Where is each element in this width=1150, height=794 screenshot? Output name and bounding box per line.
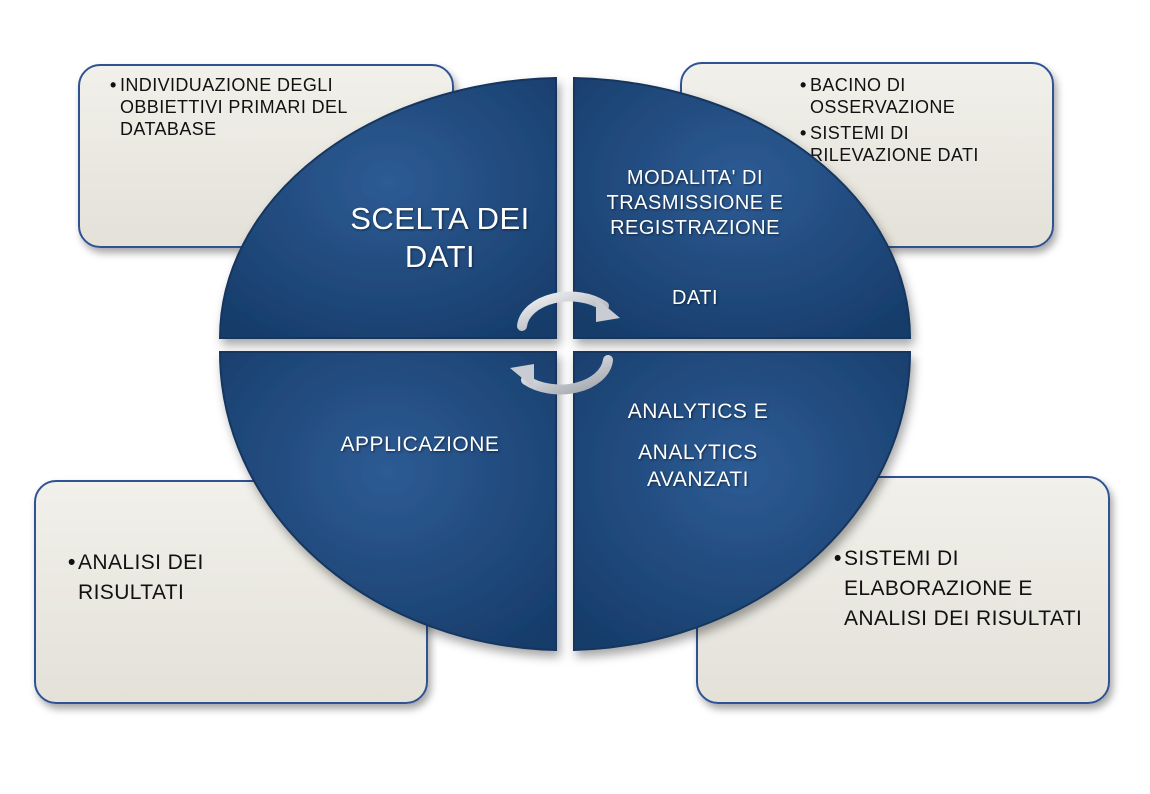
quadrant-label-trasmissione: MODALITA' DI TRASMISSIONE E REGISTRAZION… xyxy=(606,167,784,239)
note-item: SISTEMI DI RILEVAZIONE DATI xyxy=(800,122,1030,166)
note-item: BACINO DI OSSERVAZIONE xyxy=(800,74,1030,118)
quadrant-top-right xyxy=(573,76,912,339)
label-spacer xyxy=(588,425,808,439)
note-item: SISTEMI DI ELABORAZIONE E ANALISI DEI RI… xyxy=(834,544,1094,634)
quadrant-bottom-left xyxy=(218,351,557,652)
note-bottom-left-list: ANALISI DEI RISULTATI xyxy=(68,548,268,608)
note-top-right-list: BACINO DI OSSERVAZIONE SISTEMI DI RILEVA… xyxy=(800,74,1030,166)
note-item: ANALISI DEI RISULTATI xyxy=(68,548,268,608)
note-item: INDIVIDUAZIONE DEGLI OBBIETTIVI PRIMARI … xyxy=(110,74,350,140)
note-bottom-right-list: SISTEMI DI ELABORAZIONE E ANALISI DEI RI… xyxy=(834,544,1094,634)
quadrant-label-analytics-line2: ANALYTICS AVANZATI xyxy=(638,441,758,491)
cycle-arrows-icon xyxy=(510,291,620,395)
quadrant-label-analytics-line1: ANALYTICS E xyxy=(627,400,769,423)
note-top-left-list: INDIVIDUAZIONE DEGLI OBBIETTIVI PRIMARI … xyxy=(110,74,350,140)
quadrant-top-left xyxy=(218,76,557,339)
quadrant-label-dati: DATI xyxy=(671,287,719,309)
quadrant-label-applicazione: APPLICAZIONE xyxy=(340,433,500,456)
quadrant-label-scelta-dati: SCELTA DEI DATI xyxy=(350,201,530,274)
quadrant-label-analytics: ANALYTICS E ANALYTICS AVANZATI xyxy=(588,398,808,493)
quadrant-bottom-right xyxy=(573,351,912,652)
